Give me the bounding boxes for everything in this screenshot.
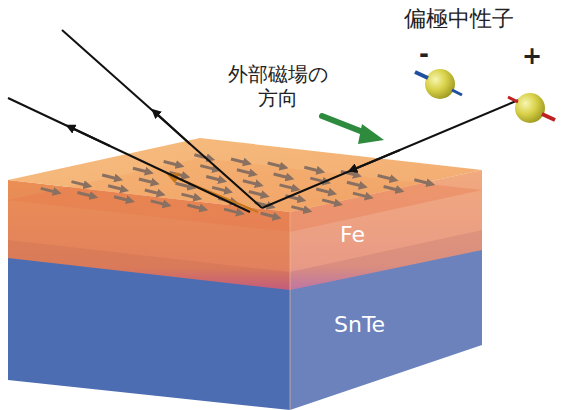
spin-arrow (268, 163, 284, 167)
spin-plus (508, 97, 518, 102)
spin-arrow (243, 181, 259, 185)
spin-arrow (304, 167, 320, 171)
snte-substrate: SnTe (330, 310, 389, 339)
spin-arrow (224, 209, 240, 213)
spin-arrow (151, 201, 167, 205)
spin-arrow (237, 170, 253, 174)
spin-arrow (102, 175, 118, 179)
edge-line (290, 212, 291, 410)
layer-label: Fe (340, 222, 365, 247)
spin-arrow (280, 185, 296, 189)
spin-arrow (77, 193, 93, 197)
incident-arrow (352, 150, 400, 170)
spin-minus (452, 90, 462, 95)
spin-arrow (41, 188, 57, 192)
spin-arrow (384, 186, 400, 190)
spin-arrow (261, 213, 277, 217)
spin-arrow (108, 186, 124, 190)
fe-layer: Fe (336, 220, 369, 249)
reflected-arrow (155, 112, 190, 144)
neutron-label: 偏極中性子 (404, 6, 514, 32)
field-label: 外部磁場の 方向 (222, 62, 334, 110)
spin-arrow (249, 192, 265, 196)
spin-arrow (114, 197, 130, 201)
polarity-minus: - (419, 40, 429, 69)
spin-arrow (206, 177, 222, 181)
spin-minus (415, 72, 428, 78)
spin-arrow (181, 194, 197, 198)
spin-arrow (139, 179, 155, 183)
spin-arrow (353, 193, 369, 197)
spin-arrow (291, 207, 307, 211)
incident-beam (262, 96, 528, 208)
reflected-arrow (70, 127, 110, 146)
layer-label: SnTe (334, 312, 385, 337)
spin-arrow (316, 189, 332, 193)
spin-arrows (41, 155, 431, 218)
spin-plus (542, 114, 555, 120)
spin-arrow (322, 200, 338, 204)
reflected-beam (62, 30, 262, 208)
neutron (515, 93, 545, 123)
spin-arrow (414, 180, 430, 184)
reflected-beam (8, 98, 250, 212)
spin-arrow (378, 176, 394, 180)
spin-arrow (187, 205, 203, 209)
spin-arrow (231, 159, 247, 163)
field-arrow-head (358, 124, 384, 144)
top-face (8, 138, 482, 212)
spin-arrow (145, 190, 161, 194)
neutron (425, 69, 455, 99)
spin-arrow (347, 182, 363, 186)
spin-arrow (212, 187, 228, 191)
spin-arrow (274, 174, 290, 178)
spin-arrow (71, 182, 87, 186)
spin-arrow (164, 161, 180, 165)
spin-arrow (133, 168, 149, 172)
polarity-plus: + (522, 42, 542, 71)
